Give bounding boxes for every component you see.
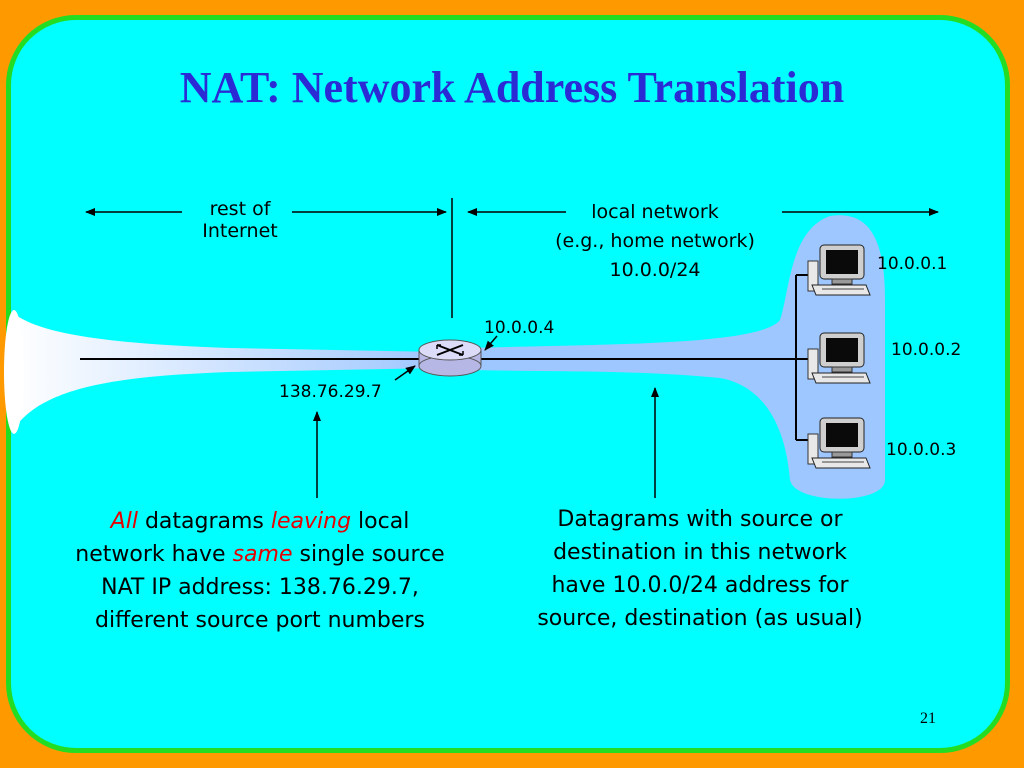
- host2-ip: 10.0.0.2: [891, 340, 962, 360]
- left-caption-line3: NAT IP address: 138.76.29.7,: [101, 575, 419, 600]
- internet-pipe: [12, 312, 440, 432]
- left-caption-text: network have: [75, 542, 233, 567]
- local-network-line1: local network: [591, 201, 719, 223]
- internet-pipe-mouth: [4, 310, 24, 434]
- right-caption: Datagrams with source or destination in …: [490, 503, 910, 635]
- router-local-ip-pointer: [484, 335, 498, 351]
- emphasis-same: same: [232, 542, 293, 567]
- router-icon: [418, 339, 482, 377]
- emphasis-leaving: leaving: [270, 509, 352, 534]
- page-number: 21: [920, 710, 936, 727]
- slide-title: NAT: Network Address Translation: [179, 63, 845, 112]
- local-network-line2: (e.g., home network): [555, 230, 755, 252]
- desktop-computer-icon: [807, 417, 871, 469]
- rest-of-internet-line1: rest of: [209, 198, 271, 220]
- desktop-computer-icon: [807, 244, 871, 296]
- left-caption-line2: network have same single source: [30, 538, 490, 571]
- right-caption-line4: source, destination (as usual): [537, 606, 863, 631]
- right-caption-line1: Datagrams with source or: [557, 507, 843, 532]
- left-caption-line1: All datagrams leaving local: [30, 505, 490, 538]
- right-caption-line3: have 10.0.0/24 address for: [551, 573, 849, 598]
- emphasis-all: All: [110, 509, 138, 534]
- rest-of-internet-line2: Internet: [202, 220, 278, 242]
- router-public-ip: 138.76.29.7: [279, 382, 382, 402]
- left-caption-text: datagrams: [137, 509, 271, 534]
- desktop-computer-icon: [807, 332, 871, 384]
- left-caption-line4: different source port numbers: [95, 608, 425, 633]
- right-caption-line2: destination in this network: [553, 540, 847, 565]
- router-local-ip: 10.0.0.4: [484, 318, 555, 338]
- left-caption: All datagrams leaving local network have…: [30, 505, 490, 637]
- router-public-ip-pointer: [394, 365, 416, 381]
- local-network-label: local network (e.g., home network) 10.0.…: [520, 198, 790, 285]
- host1-ip: 10.0.0.1: [877, 254, 948, 274]
- left-caption-text: single source: [292, 542, 445, 567]
- rest-of-internet-label: rest of Internet: [180, 198, 300, 242]
- host3-ip: 10.0.0.3: [886, 440, 957, 460]
- local-network-blob: [470, 215, 885, 499]
- local-network-line3: 10.0.0/24: [609, 259, 701, 281]
- left-caption-text: local: [351, 509, 410, 534]
